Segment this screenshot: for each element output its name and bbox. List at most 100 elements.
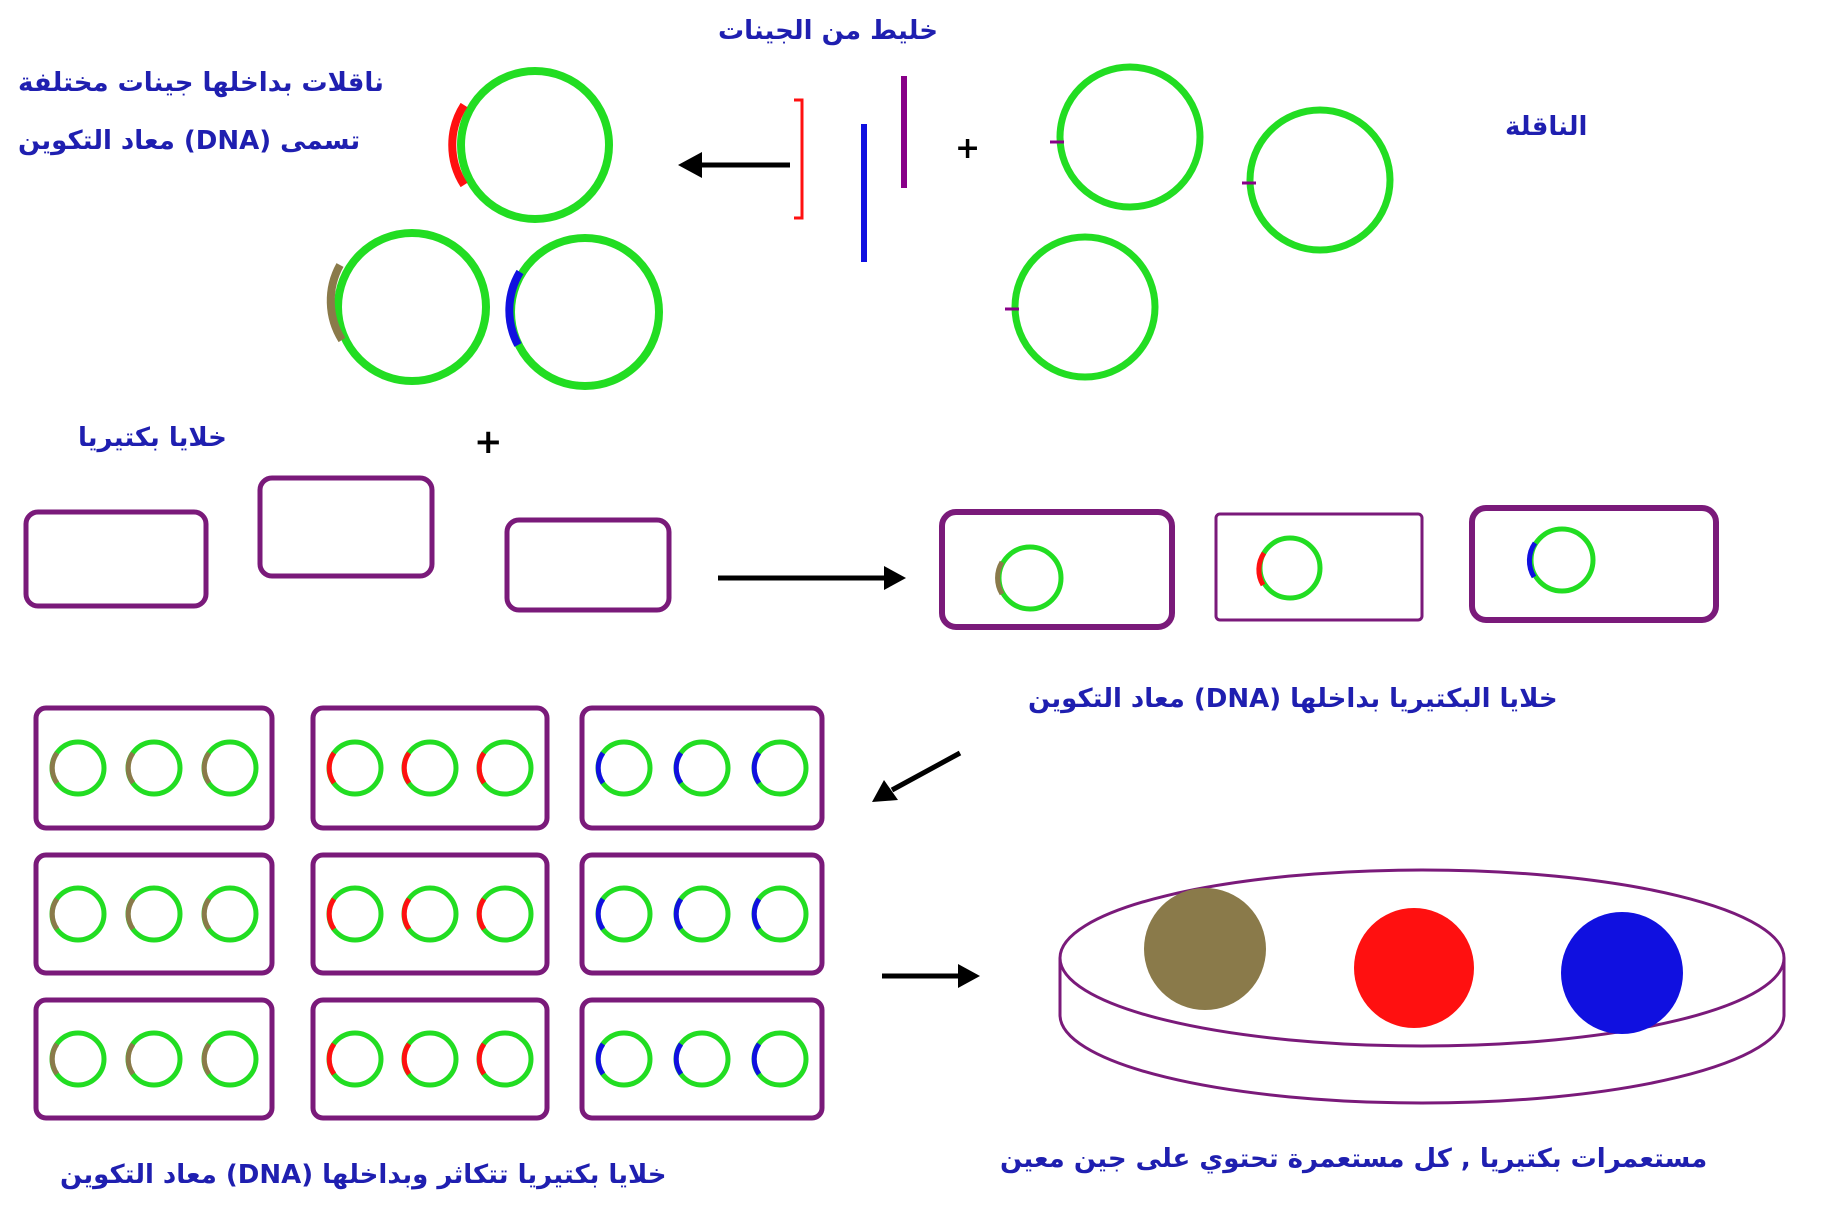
gene-insert-blue <box>595 1042 606 1076</box>
multiplied-cell-red <box>310 705 550 831</box>
recombinant-plasmid-blue <box>505 234 663 390</box>
plasmid <box>125 1030 183 1088</box>
transformed-cell-olive <box>939 509 1175 630</box>
vector-plasmids <box>1005 63 1394 381</box>
gene-insert-red <box>326 1042 337 1076</box>
label-vectors-line2: تسمى (DNA) معاد التكوين <box>18 126 361 156</box>
label-bacteria-multiply: خلايا بكتيريا تتكاثر وبداخلها (DNA) معاد… <box>60 1160 667 1190</box>
multiplied-cell-red <box>310 852 550 976</box>
label-bacteria-with-dna: خلايا البكتيريا بداخلها (DNA) معاد التكو… <box>1028 684 1558 714</box>
plasmid <box>49 739 107 797</box>
vector-plasmid <box>1242 106 1394 254</box>
gene-insert-red <box>401 897 412 931</box>
multiplied-cell-olive <box>33 997 275 1121</box>
arrow-down-left-icon <box>872 750 962 802</box>
bacteria-cells-empty <box>23 475 672 613</box>
colony-olive <box>1144 888 1266 1010</box>
multiplied-cell-olive <box>33 852 275 976</box>
arrow-right-icon <box>718 566 906 590</box>
plasmid <box>401 739 459 797</box>
bacteria-cell <box>257 475 435 579</box>
gene-insert-olive <box>201 1042 212 1076</box>
plasmid <box>751 1030 809 1088</box>
gene-insert-red <box>401 751 412 785</box>
recombinant-plasmid-olive <box>326 229 490 385</box>
bacteria-cell <box>23 509 209 609</box>
plasmid <box>476 885 534 943</box>
multiplied-cell-blue <box>579 852 825 976</box>
label-vector: الناقلة <box>1505 112 1588 142</box>
vector-plasmid <box>1005 233 1159 381</box>
gene-insert-blue <box>751 751 762 785</box>
plasmid <box>201 885 259 943</box>
multiplied-cell-red <box>310 997 550 1121</box>
plasmid <box>49 885 107 943</box>
gene-insert-olive <box>49 751 60 785</box>
gene-insert-blue <box>751 897 762 931</box>
gene-insert-olive <box>125 751 136 785</box>
label-colonies: مستعمرات بكتيريا , كل مستعمرة تحتوي على … <box>1000 1144 1708 1174</box>
plasmid <box>476 739 534 797</box>
plasmid <box>125 885 183 943</box>
transformed-cell-red <box>1214 512 1424 622</box>
gene-insert-olive <box>125 897 136 931</box>
plasmid <box>326 1030 384 1088</box>
recombinant-plasmids <box>326 67 663 390</box>
plasmid <box>125 739 183 797</box>
transformed-cell-blue <box>1469 505 1719 623</box>
plasmid <box>401 885 459 943</box>
gene-insert-red <box>476 897 487 931</box>
plasmid <box>476 1030 534 1088</box>
colony-blue <box>1561 912 1683 1034</box>
plus-icon: + <box>474 422 503 462</box>
plasmid <box>673 1030 731 1088</box>
plasmid <box>326 739 384 797</box>
plasmid <box>751 885 809 943</box>
gene-insert-blue <box>673 1042 684 1076</box>
arrow-left-icon <box>678 152 790 178</box>
arrow-right-to-dish-icon <box>882 964 980 988</box>
gene-insert-blue <box>595 897 606 931</box>
bacteria-cells-transformed <box>939 505 1719 630</box>
gene-insert-red <box>326 751 337 785</box>
plasmid <box>401 1030 459 1088</box>
plasmid <box>751 739 809 797</box>
label-gene-mix: خليط من الجينات <box>718 16 938 46</box>
petri-dish <box>1058 868 1786 1105</box>
multiplied-bacteria-grid <box>33 705 825 1121</box>
plus-icon: + <box>955 131 981 166</box>
vector-plasmid <box>1050 63 1204 211</box>
gene-insert-blue <box>673 751 684 785</box>
gene-insert-olive <box>49 897 60 931</box>
plasmid <box>595 739 653 797</box>
plasmid <box>673 885 731 943</box>
gene-insert-olive <box>125 1042 136 1076</box>
gene-insert-red <box>326 897 337 931</box>
label-vectors-line1: ناقلات بداخلها جينات مختلفة <box>18 68 384 98</box>
multiplied-cell-blue <box>579 997 825 1121</box>
gene-fragment-red <box>794 98 804 220</box>
colony-red <box>1354 908 1474 1028</box>
gene-insert-blue <box>751 1042 762 1076</box>
recombinant-plasmid-red <box>448 67 613 223</box>
multiplied-cell-blue <box>579 705 825 831</box>
plasmid <box>201 1030 259 1088</box>
gene-insert-red <box>401 1042 412 1076</box>
gene-insert-red <box>476 1042 487 1076</box>
plasmid <box>326 885 384 943</box>
gene-insert-olive <box>201 897 212 931</box>
gene-insert-blue <box>673 897 684 931</box>
gene-insert-olive <box>49 1042 60 1076</box>
plasmid <box>595 1030 653 1088</box>
plasmid <box>595 885 653 943</box>
gene-insert-olive <box>201 751 212 785</box>
multiplied-cell-olive <box>33 705 275 831</box>
plasmid <box>49 1030 107 1088</box>
plasmid <box>673 739 731 797</box>
bacteria-cell <box>504 517 672 613</box>
gene-insert-red <box>476 751 487 785</box>
plasmid <box>201 739 259 797</box>
gene-fragments <box>794 76 907 262</box>
